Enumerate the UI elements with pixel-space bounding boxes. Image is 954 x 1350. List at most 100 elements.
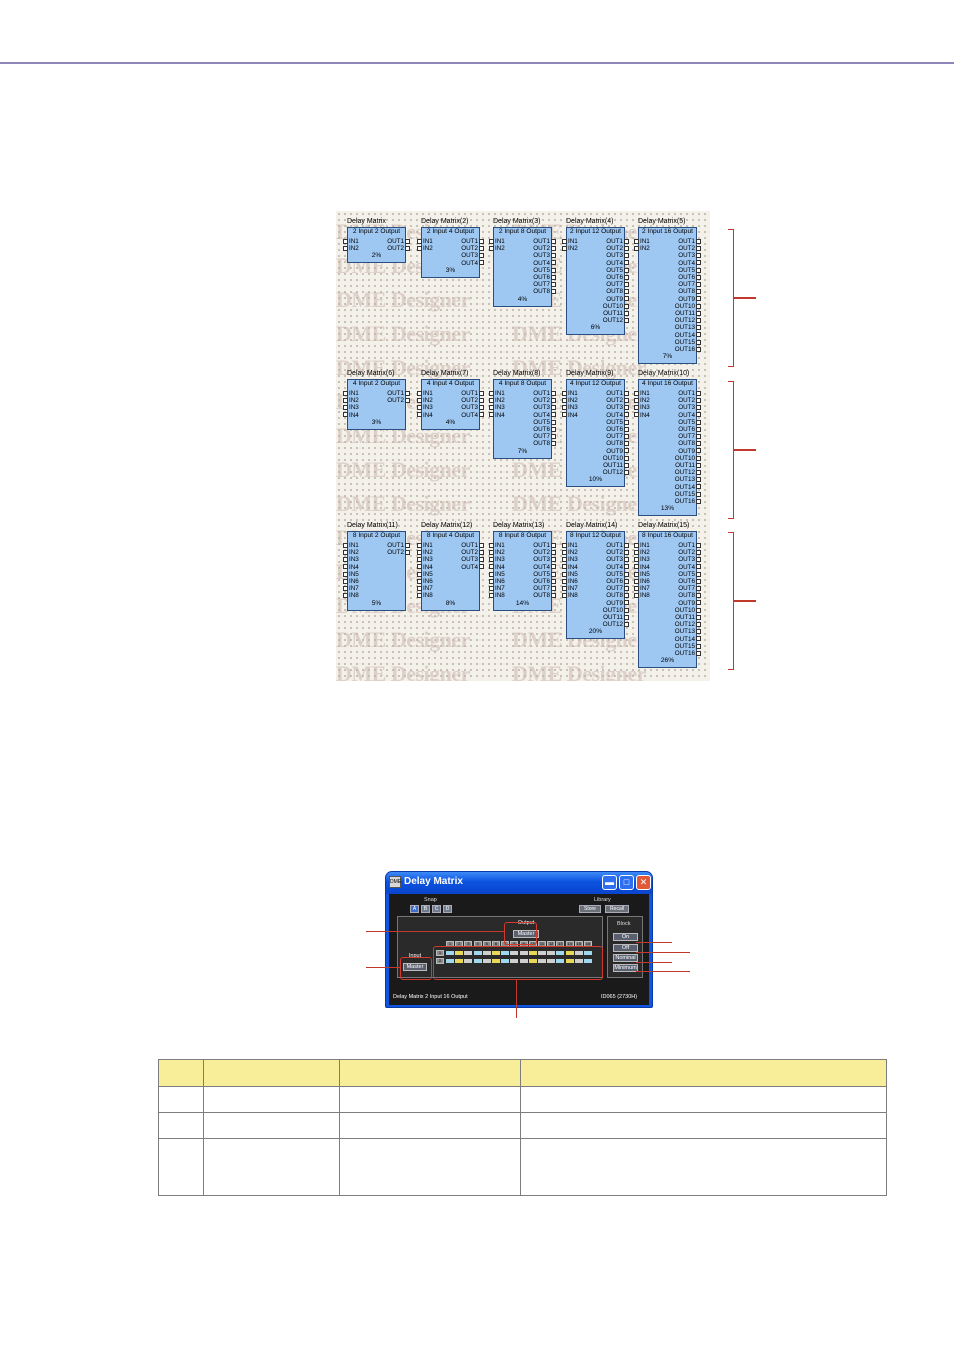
output-port[interactable]: OUT16 [675, 346, 701, 353]
input-port[interactable]: IN7 [343, 585, 359, 592]
port-connector[interactable] [634, 412, 639, 418]
port-connector[interactable] [489, 593, 494, 599]
port-connector[interactable] [696, 282, 701, 288]
port-connector[interactable] [551, 571, 556, 577]
port-connector[interactable] [696, 455, 701, 461]
port-connector[interactable] [551, 398, 556, 404]
output-port[interactable]: OUT3 [678, 556, 701, 563]
port-connector[interactable] [696, 412, 701, 418]
port-connector[interactable] [343, 564, 348, 570]
output-port[interactable]: OUT3 [678, 404, 701, 411]
port-connector[interactable] [624, 419, 629, 425]
output-port[interactable]: OUT2 [678, 549, 701, 556]
output-port[interactable]: OUT11 [675, 310, 701, 317]
port-connector[interactable] [551, 586, 556, 592]
port-connector[interactable] [551, 253, 556, 259]
port-connector[interactable] [696, 325, 701, 331]
input-port[interactable]: IN1 [634, 390, 650, 397]
output-port[interactable]: OUT1 [606, 238, 629, 245]
input-port[interactable]: IN4 [343, 412, 359, 419]
input-port[interactable]: IN8 [417, 592, 433, 599]
port-connector[interactable] [417, 571, 422, 577]
port-connector[interactable] [479, 564, 484, 570]
output-port[interactable]: OUT4 [461, 412, 484, 419]
port-connector[interactable] [479, 405, 484, 411]
matrix-cell[interactable] [482, 951, 491, 955]
output-port[interactable]: OUT1 [387, 238, 410, 245]
port-connector[interactable] [417, 550, 422, 556]
output-port[interactable]: OUT7 [606, 433, 629, 440]
input-port[interactable]: IN2 [634, 245, 650, 252]
input-port[interactable]: IN2 [417, 549, 433, 556]
port-connector[interactable] [696, 332, 701, 338]
input-port[interactable]: IN2 [562, 397, 578, 404]
output-port[interactable]: OUT3 [533, 404, 556, 411]
output-port[interactable]: OUT12 [675, 621, 701, 628]
output-port[interactable]: OUT1 [387, 390, 410, 397]
input-port[interactable]: IN4 [343, 564, 359, 571]
input-port[interactable]: IN1 [489, 238, 505, 245]
input-port[interactable]: IN5 [562, 571, 578, 578]
port-connector[interactable] [417, 593, 422, 599]
port-connector[interactable] [417, 246, 422, 252]
port-connector[interactable] [624, 586, 629, 592]
port-connector[interactable] [634, 550, 639, 556]
matrix-cell[interactable] [455, 959, 464, 963]
output-port[interactable]: OUT2 [606, 245, 629, 252]
port-connector[interactable] [624, 448, 629, 454]
port-connector[interactable] [489, 405, 494, 411]
port-connector[interactable] [489, 398, 494, 404]
port-connector[interactable] [624, 246, 629, 252]
port-connector[interactable] [634, 398, 639, 404]
input-port[interactable]: IN1 [417, 390, 433, 397]
port-connector[interactable] [343, 390, 348, 396]
port-connector[interactable] [417, 390, 422, 396]
port-connector[interactable] [696, 542, 701, 548]
port-connector[interactable] [562, 593, 567, 599]
port-connector[interactable] [696, 586, 701, 592]
port-connector[interactable] [634, 405, 639, 411]
port-connector[interactable] [696, 260, 701, 266]
port-connector[interactable] [551, 238, 556, 244]
port-connector[interactable] [479, 246, 484, 252]
output-port[interactable]: OUT3 [461, 556, 484, 563]
port-connector[interactable] [405, 238, 410, 244]
port-connector[interactable] [479, 557, 484, 563]
output-port[interactable]: OUT4 [533, 412, 556, 419]
output-port[interactable]: OUT5 [533, 419, 556, 426]
output-port[interactable]: OUT3 [533, 252, 556, 259]
port-connector[interactable] [696, 593, 701, 599]
port-connector[interactable] [343, 571, 348, 577]
port-connector[interactable] [551, 274, 556, 280]
title-bar[interactable]: DME Delay Matrix ▬ □ ✕ [386, 872, 652, 894]
port-connector[interactable] [696, 477, 701, 483]
output-port[interactable]: OUT2 [387, 245, 410, 252]
port-connector[interactable] [479, 398, 484, 404]
input-port[interactable]: IN3 [343, 556, 359, 563]
port-connector[interactable] [551, 564, 556, 570]
input-channel-button[interactable]: 2 [436, 958, 444, 964]
input-port[interactable]: IN1 [562, 238, 578, 245]
port-connector[interactable] [479, 253, 484, 259]
port-connector[interactable] [551, 593, 556, 599]
output-port[interactable]: OUT6 [678, 578, 701, 585]
output-port[interactable]: OUT6 [533, 426, 556, 433]
input-port[interactable]: IN2 [562, 245, 578, 252]
output-port[interactable]: OUT10 [675, 455, 701, 462]
input-port[interactable]: IN2 [489, 397, 505, 404]
output-port[interactable]: OUT9 [606, 296, 629, 303]
port-connector[interactable] [343, 542, 348, 548]
output-port[interactable]: OUT13 [675, 324, 701, 331]
port-connector[interactable] [624, 622, 629, 628]
input-port[interactable]: IN3 [634, 404, 650, 411]
port-connector[interactable] [696, 564, 701, 570]
snap-d-button[interactable]: D [443, 905, 452, 913]
matrix-cell[interactable] [482, 959, 491, 963]
port-connector[interactable] [343, 557, 348, 563]
snap-a-button[interactable]: A [410, 905, 419, 913]
port-connector[interactable] [562, 586, 567, 592]
output-port[interactable]: OUT2 [533, 397, 556, 404]
input-port[interactable]: IN5 [343, 571, 359, 578]
